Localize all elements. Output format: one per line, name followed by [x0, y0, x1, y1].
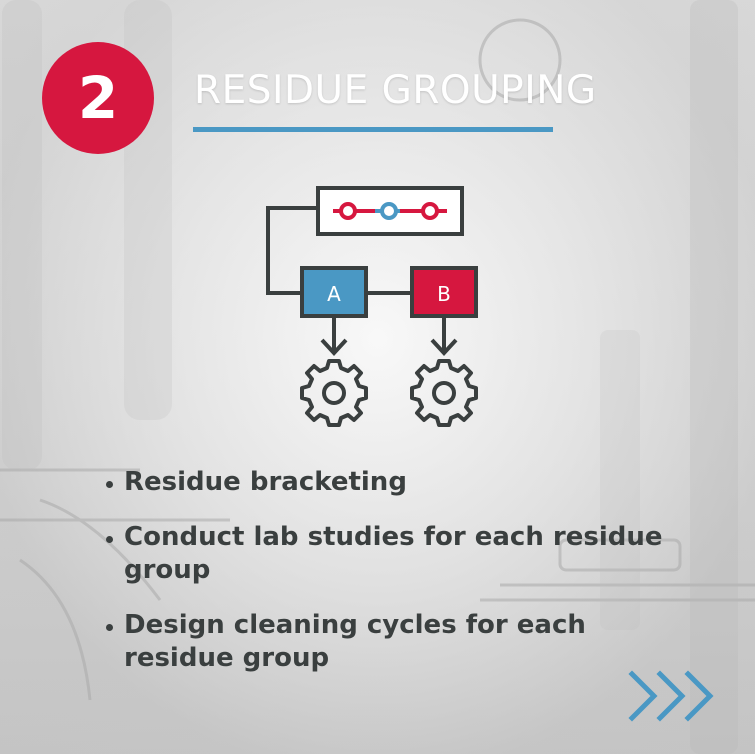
step-number-badge: 2	[42, 42, 154, 154]
gear-icon	[410, 359, 478, 427]
box-a-label: A	[327, 282, 341, 306]
down-arrow-icon	[320, 316, 458, 356]
control-panel	[316, 186, 464, 236]
box-b: B	[410, 266, 478, 318]
step-number: 2	[77, 64, 119, 132]
connector-line	[266, 206, 318, 295]
box-b-label: B	[437, 282, 451, 306]
next-arrows-icon[interactable]	[626, 668, 722, 724]
page-title: RESIDUE GROUPING	[194, 68, 597, 113]
bullet-item: Conduct lab studies for each residue gro…	[104, 521, 664, 587]
title-underline	[193, 127, 553, 132]
box-a: A	[300, 266, 368, 318]
slider-icon	[333, 202, 447, 220]
bullet-list: Residue bracketing Conduct lab studies f…	[104, 466, 664, 697]
bullet-item: Residue bracketing	[104, 466, 664, 499]
gear-icon	[300, 359, 368, 427]
bullet-item: Design cleaning cycles for each residue …	[104, 609, 664, 675]
